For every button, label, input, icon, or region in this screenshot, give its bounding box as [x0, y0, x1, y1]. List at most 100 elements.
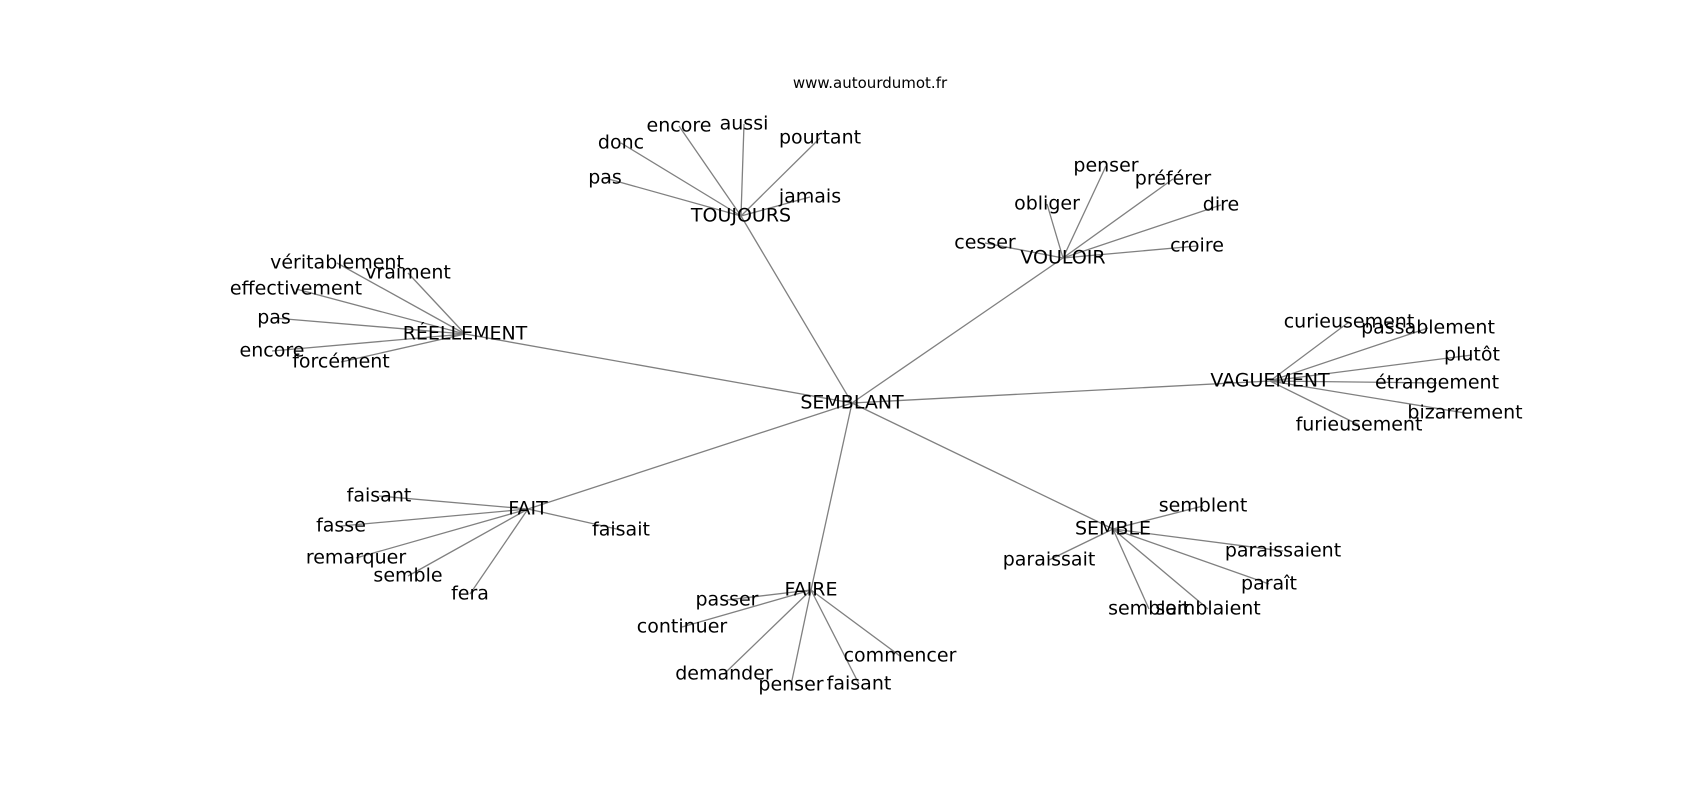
- edge-faire-leaf-0: [726, 589, 812, 601]
- hub-node-reellement: RÉELLEMENT: [403, 322, 528, 345]
- leaf-node-toujours-1: donc: [598, 132, 644, 154]
- leaf-node-semble-0: semblent: [1159, 495, 1248, 517]
- leaf-node-semble-2: paraissait: [1003, 549, 1096, 571]
- edge-vouloir-leaf-3: [1062, 204, 1222, 259]
- edge-fait-leaf-2: [527, 508, 622, 531]
- edge-vouloir-leaf-2: [1046, 203, 1064, 259]
- leaf-node-faire-5: faisant: [827, 673, 892, 695]
- edge-semble-leaf-1: [1112, 528, 1284, 552]
- leaf-node-reellement-3: pas: [257, 307, 291, 329]
- edge-faire-leaf-4: [790, 589, 812, 686]
- leaf-node-semble-3: paraît: [1241, 573, 1297, 595]
- edge-reellement-leaf-3: [273, 317, 466, 335]
- edge-toujours-leaf-2: [678, 125, 742, 217]
- leaf-node-vouloir-4: cesser: [954, 232, 1016, 254]
- hub-node-vouloir: VOULOIR: [1020, 247, 1105, 269]
- graph-edges: [271, 123, 1473, 686]
- leaf-node-vouloir-5: croire: [1170, 235, 1224, 257]
- edge-root-vaguement: [851, 380, 1271, 404]
- leaf-node-toujours-2: encore: [647, 115, 712, 137]
- leaf-node-vouloir-3: dire: [1203, 194, 1239, 216]
- edge-root-toujours: [740, 215, 853, 404]
- leaf-node-faire-3: demander: [675, 663, 773, 685]
- leaf-node-toujours-0: pas: [588, 167, 622, 189]
- leaf-node-reellement-5: forcément: [292, 351, 390, 373]
- edge-vaguement-leaf-0: [1269, 321, 1350, 382]
- hub-node-fait: FAIT: [508, 498, 548, 520]
- leaf-node-vaguement-2: plutôt: [1444, 344, 1500, 366]
- leaf-node-reellement-2: effectivement: [230, 278, 362, 300]
- leaf-node-faire-1: continuer: [637, 616, 728, 638]
- edge-vaguement-leaf-1: [1269, 327, 1429, 382]
- leaf-node-vaguement-0: curieusement: [1284, 311, 1415, 333]
- leaf-node-vaguement-1: passablement: [1361, 317, 1495, 339]
- site-url: www.autourdumot.fr: [793, 74, 948, 92]
- leaf-node-vaguement-5: furieusement: [1296, 414, 1423, 436]
- leaf-node-fait-0: faisant: [347, 485, 412, 507]
- leaf-node-vouloir-0: penser: [1073, 155, 1138, 177]
- leaf-node-reellement-1: vraiment: [365, 262, 451, 284]
- leaf-node-vaguement-4: bizarrement: [1407, 402, 1522, 424]
- edge-toujours-leaf-5: [740, 196, 811, 217]
- leaf-node-vouloir-1: préférer: [1135, 168, 1212, 190]
- edge-fait-leaf-4: [407, 508, 529, 577]
- edge-semble-leaf-5: [1112, 528, 1209, 610]
- leaf-node-fait-2: faisait: [592, 519, 650, 541]
- hub-node-toujours: TOUJOURS: [690, 205, 791, 227]
- hub-node-semble: SEMBLE: [1075, 518, 1151, 540]
- edge-semble-leaf-2: [1048, 528, 1114, 561]
- leaf-node-vaguement-3: étrangement: [1375, 372, 1499, 394]
- edge-reellement-leaf-0: [336, 262, 466, 335]
- edge-semble-leaf-4: [1112, 528, 1150, 610]
- edge-faire-leaf-5: [810, 589, 860, 685]
- edge-semble-leaf-0: [1112, 505, 1204, 530]
- hub-node-faire: FAIRE: [785, 579, 838, 601]
- leaf-node-fait-5: fera: [451, 583, 489, 605]
- edge-reellement-leaf-4: [271, 333, 466, 352]
- edge-vaguement-leaf-3: [1269, 380, 1438, 384]
- leaf-node-vouloir-2: obliger: [1014, 193, 1080, 215]
- leaf-node-toujours-4: pourtant: [779, 127, 861, 149]
- leaf-node-semble-5: semblaient: [1155, 598, 1261, 620]
- leaf-node-fait-3: remarquer: [306, 547, 407, 569]
- edge-faire-leaf-3: [723, 589, 812, 675]
- edge-faire-leaf-2: [810, 589, 901, 657]
- edge-vaguement-leaf-5: [1269, 380, 1360, 426]
- edge-vaguement-leaf-4: [1269, 380, 1466, 414]
- edge-vouloir-leaf-5: [1062, 245, 1198, 259]
- leaf-node-reellement-4: encore: [240, 340, 305, 362]
- edge-semble-leaf-3: [1112, 528, 1270, 585]
- leaf-node-toujours-3: aussi: [720, 113, 769, 135]
- leaf-node-faire-0: passer: [695, 589, 758, 611]
- leaf-node-semble-4: semblait: [1108, 598, 1190, 620]
- edge-reellement-leaf-2: [295, 288, 466, 335]
- edge-faire-leaf-1: [681, 589, 812, 628]
- leaf-node-faire-2: commencer: [844, 645, 957, 667]
- root-node-label: SEMBLANT: [800, 392, 904, 414]
- edge-fait-leaf-1: [340, 508, 529, 527]
- leaf-node-toujours-5: jamais: [778, 186, 841, 208]
- edge-vouloir-leaf-0: [1062, 165, 1107, 259]
- leaf-node-faire-4: penser: [758, 674, 823, 696]
- edge-toujours-leaf-1: [620, 142, 742, 217]
- edge-fait-leaf-5: [469, 508, 529, 595]
- edge-vouloir-leaf-4: [984, 242, 1064, 259]
- hub-node-vaguement: VAGUEMENT: [1210, 370, 1330, 392]
- edge-root-reellement: [464, 333, 853, 404]
- edge-reellement-leaf-1: [407, 272, 466, 335]
- edge-root-faire: [810, 402, 853, 591]
- edge-toujours-leaf-4: [740, 137, 821, 217]
- leaf-node-reellement-0: véritablement: [270, 252, 404, 274]
- edge-toujours-leaf-0: [604, 177, 742, 217]
- edge-reellement-leaf-5: [340, 333, 466, 363]
- leaf-node-fait-1: fasse: [316, 515, 366, 537]
- leaf-node-semble-1: paraissaient: [1225, 540, 1341, 562]
- edge-root-fait: [527, 402, 853, 510]
- edge-root-vouloir: [851, 257, 1064, 404]
- graph-labels: www.autourdumot.fr SEMBLANT TOUJOURS pas do…: [230, 74, 1523, 696]
- edge-toujours-leaf-3: [740, 123, 745, 217]
- leaf-node-fait-4: semble: [373, 565, 442, 587]
- edge-vouloir-leaf-1: [1062, 178, 1174, 259]
- edge-root-semble: [851, 402, 1114, 530]
